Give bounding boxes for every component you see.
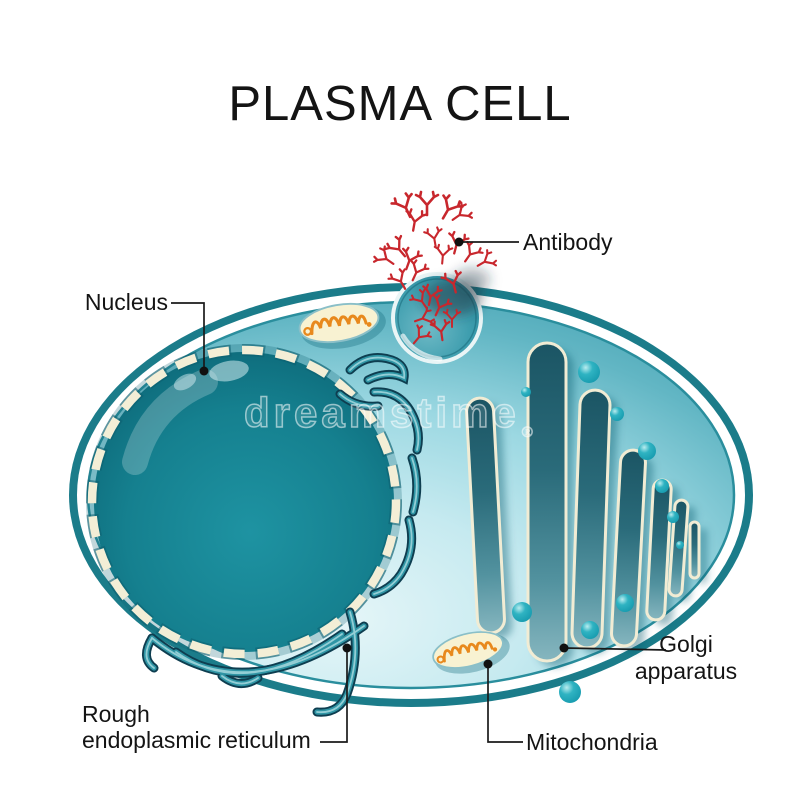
golgi-cisterna (526, 341, 568, 663)
nucleus (86, 344, 402, 660)
label-rough-er-line2: endoplasmic reticulum (82, 727, 311, 753)
page-title: PLASMA CELL (228, 77, 572, 131)
golgi-apparatus (465, 341, 707, 703)
label-antibody: Antibody (523, 229, 613, 255)
watermark-text: dreamstime (243, 388, 520, 437)
leader-lines (171, 237, 667, 743)
watermark: dreamstime® (243, 388, 533, 441)
nuclear-envelope-dashes (87, 345, 401, 659)
watermark-registered-symbol: ® (521, 424, 533, 442)
label-mitochondria: Mitochondria (526, 729, 658, 755)
label-nucleus: Nucleus (84, 289, 168, 315)
label-rough-er-line1: Rough (82, 701, 150, 727)
golgi-vesicles (512, 361, 684, 703)
golgi-cisterna (688, 520, 701, 580)
label-golgi-line1: Golgi (659, 631, 713, 657)
label-golgi-line2: apparatus (634, 658, 738, 684)
nucleus-highlight (122, 369, 218, 475)
